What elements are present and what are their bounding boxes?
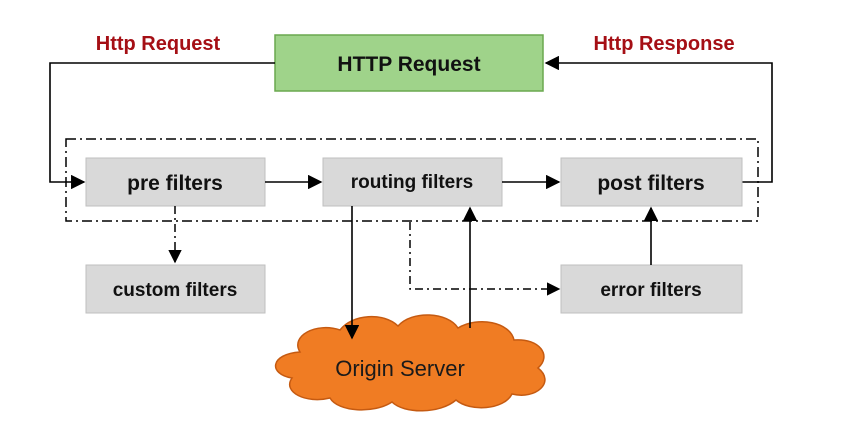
custom-filters-label: custom filters [113,280,238,301]
pre-filters-node: pre filters [85,157,266,207]
routing-filters-node: routing filters [322,157,503,207]
error-filters-label: error filters [600,280,701,301]
routing-to-error-arrow [409,222,561,296]
pre-filters-label: pre filters [127,172,223,195]
origin-server-cloud: Origin Server [274,314,546,412]
filter-pipeline-boundary [65,138,759,222]
post-filters-node: post filters [560,157,743,207]
routing-filters-label: routing filters [351,172,473,193]
request-flow-arrow [49,62,275,190]
origin-server-label: Origin Server [335,356,465,381]
post-filters-label: post filters [597,172,704,195]
response-flow-arrow [544,55,773,183]
http-response-caption: Http Response [593,33,734,55]
custom-filters-node: custom filters [85,264,266,314]
http-request-node: HTTP Request [274,34,544,92]
error-filters-node: error filters [560,264,743,314]
http-request-label: HTTP Request [337,53,480,76]
http-request-caption: Http Request [96,33,221,55]
